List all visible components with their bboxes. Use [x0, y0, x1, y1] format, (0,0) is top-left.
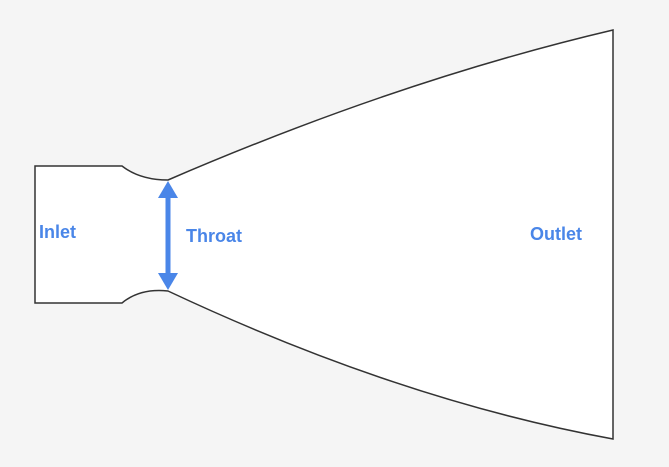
arrow-head-top-icon [158, 181, 178, 198]
throat-label: Throat [186, 226, 242, 246]
nozzle-outline [34, 29, 614, 440]
outlet-label: Outlet [530, 224, 582, 244]
arrow-head-bottom-icon [158, 273, 178, 290]
inlet-label: Inlet [39, 222, 77, 242]
